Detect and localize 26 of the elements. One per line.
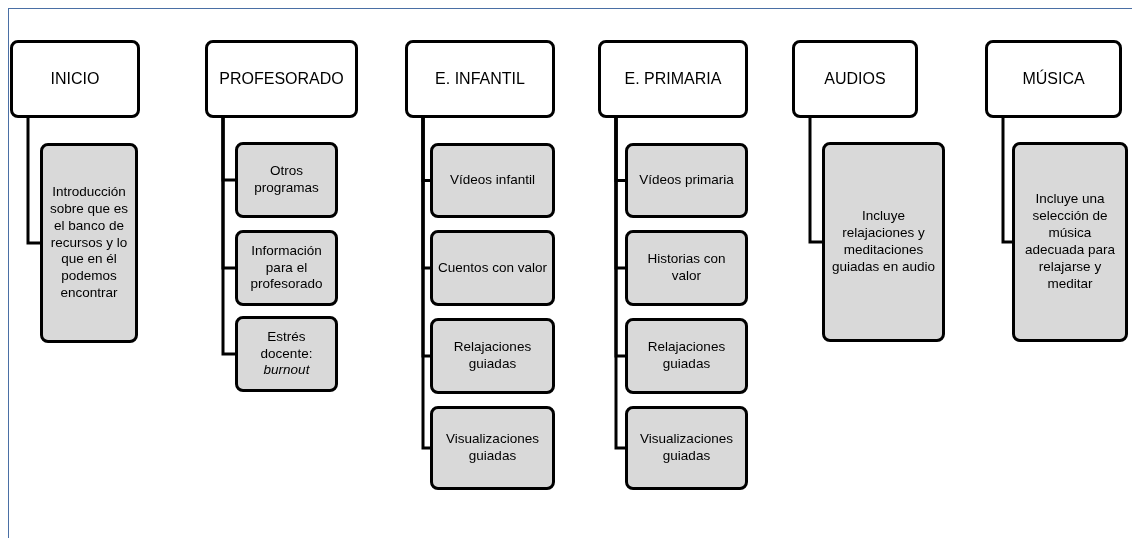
category-box: AUDIOS — [792, 40, 918, 118]
content-box: Información para el profesorado — [235, 230, 338, 306]
content-box: Relajaciones guiadas — [625, 318, 748, 394]
category-box: E. INFANTIL — [405, 40, 555, 118]
content-box: Visualizaciones guiadas — [625, 406, 748, 490]
content-box: Incluye relajaciones y meditaciones guiadas en audio — [822, 142, 945, 342]
content-box: Historias con valor — [625, 230, 748, 306]
connector-line — [421, 118, 430, 450]
connector-line — [1001, 118, 1012, 244]
content-box: Estrés docente: burnout — [235, 316, 338, 392]
category-box: PROFESORADO — [205, 40, 358, 118]
connector-line — [614, 118, 625, 450]
content-box: Incluye una selección de música adecuada para relajarse y meditar — [1012, 142, 1128, 342]
connector-line — [808, 118, 822, 244]
content-box: Otros programas — [235, 142, 338, 218]
connector-line — [26, 118, 40, 245]
content-box: Vídeos infantil — [430, 143, 555, 218]
category-box: MÚSICA — [985, 40, 1122, 118]
category-box: INICIO — [10, 40, 140, 118]
content-box: Cuentos con valor — [430, 230, 555, 306]
category-box: E. PRIMARIA — [598, 40, 748, 118]
content-box: Introducción sobre que es el banco de recursos y lo que en él podemos encontrar — [40, 143, 138, 343]
connector-line — [221, 118, 235, 356]
content-box: Visualizaciones guiadas — [430, 406, 555, 490]
content-box: Relajaciones guiadas — [430, 318, 555, 394]
content-box: Vídeos primaria — [625, 143, 748, 218]
